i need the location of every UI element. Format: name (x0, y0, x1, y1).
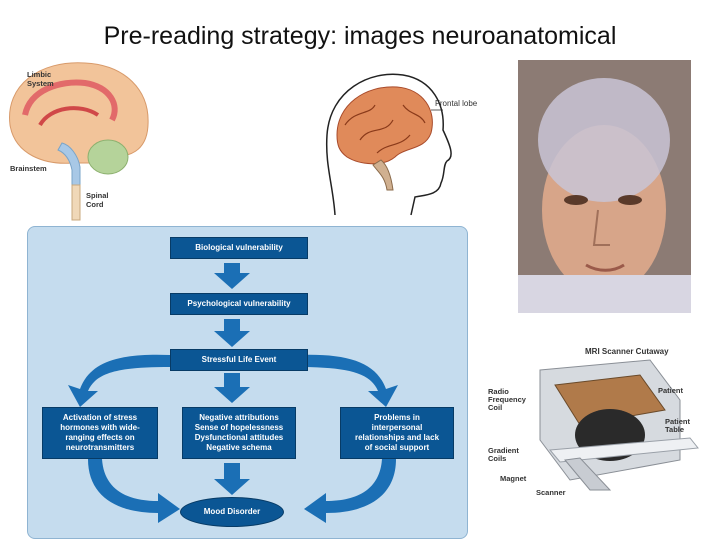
head-brain-figure: Frontal lobe (315, 65, 480, 223)
arrow-down-2 (214, 319, 250, 347)
arrow-curve-left (68, 354, 170, 407)
scanner-label: Scanner (536, 488, 566, 497)
box-mood-disorder: Mood Disorder (180, 497, 284, 527)
box-psychological-vulnerability: Psychological vulnerability (170, 293, 308, 315)
frontal-lobe-label: Frontal lobe (435, 99, 478, 108)
mood-disorder-flowchart: Biological vulnerability Psychological v… (27, 226, 468, 539)
mri-title: MRI Scanner Cutaway (585, 347, 669, 356)
box-problems-interpersonal: Problems in interpersonal relationships … (340, 407, 454, 459)
box-activation-stress-hormones: Activation of stress hormones with wide-… (42, 407, 158, 459)
arrow-curve-right (296, 354, 398, 407)
box-biological-vulnerability: Biological vulnerability (170, 237, 308, 259)
brainstem-label: Brainstem (10, 164, 47, 173)
box-stressful-life-event: Stressful Life Event (170, 349, 308, 371)
arrow-down-3 (214, 373, 250, 403)
eeg-cap-photo (518, 60, 691, 313)
box-negative-attributions: Negative attributions Sense of hopelessn… (182, 407, 296, 459)
arrow-down-4 (214, 463, 250, 495)
arrow-curve-bottom-right (304, 459, 396, 523)
arrow-curve-bottom-left (88, 459, 180, 523)
slide-title: Pre-reading strategy: images neuroanatom… (103, 22, 617, 50)
magnet-label: Magnet (500, 474, 527, 483)
patient-label: Patient (658, 386, 684, 395)
arrow-down-1 (214, 263, 250, 289)
